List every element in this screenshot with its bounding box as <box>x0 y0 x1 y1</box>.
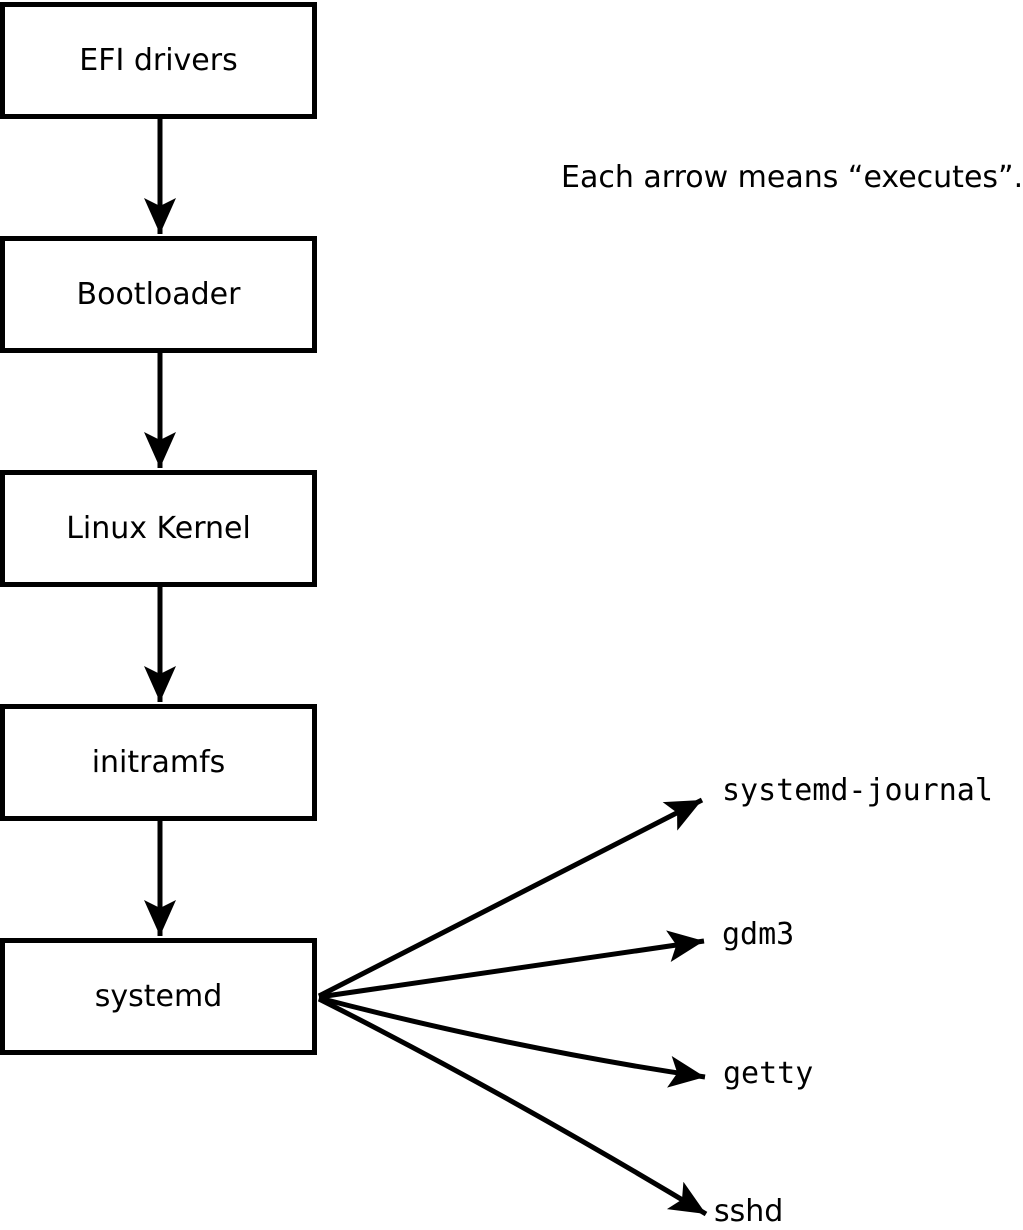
node-bootloader-label: Bootloader <box>76 276 241 312</box>
node-initramfs-label: initramfs <box>91 744 226 780</box>
arrow-systemd-to-sshd <box>317 996 708 1217</box>
arrow-systemd-to-getty <box>318 995 706 1088</box>
label-getty: getty <box>723 1056 814 1091</box>
arrow-meaning-note: Each arrow means “executes”. <box>561 160 1023 195</box>
node-initramfs: initramfs <box>0 704 317 821</box>
arrow-systemd-to-journal <box>317 797 704 999</box>
node-efi-drivers-label: EFI drivers <box>79 42 238 78</box>
label-sshd: sshd <box>714 1194 784 1229</box>
node-linux-kernel-label: Linux Kernel <box>66 510 251 546</box>
label-systemd-journal: systemd-journal <box>722 773 993 808</box>
label-gdm3: gdm3 <box>722 917 795 952</box>
node-linux-kernel: Linux Kernel <box>0 470 317 587</box>
node-systemd-label: systemd <box>94 978 223 1014</box>
arrow-systemd-to-gdm3 <box>318 930 705 1000</box>
node-bootloader: Bootloader <box>0 236 317 353</box>
node-efi-drivers: EFI drivers <box>0 2 317 119</box>
node-systemd: systemd <box>0 938 317 1055</box>
